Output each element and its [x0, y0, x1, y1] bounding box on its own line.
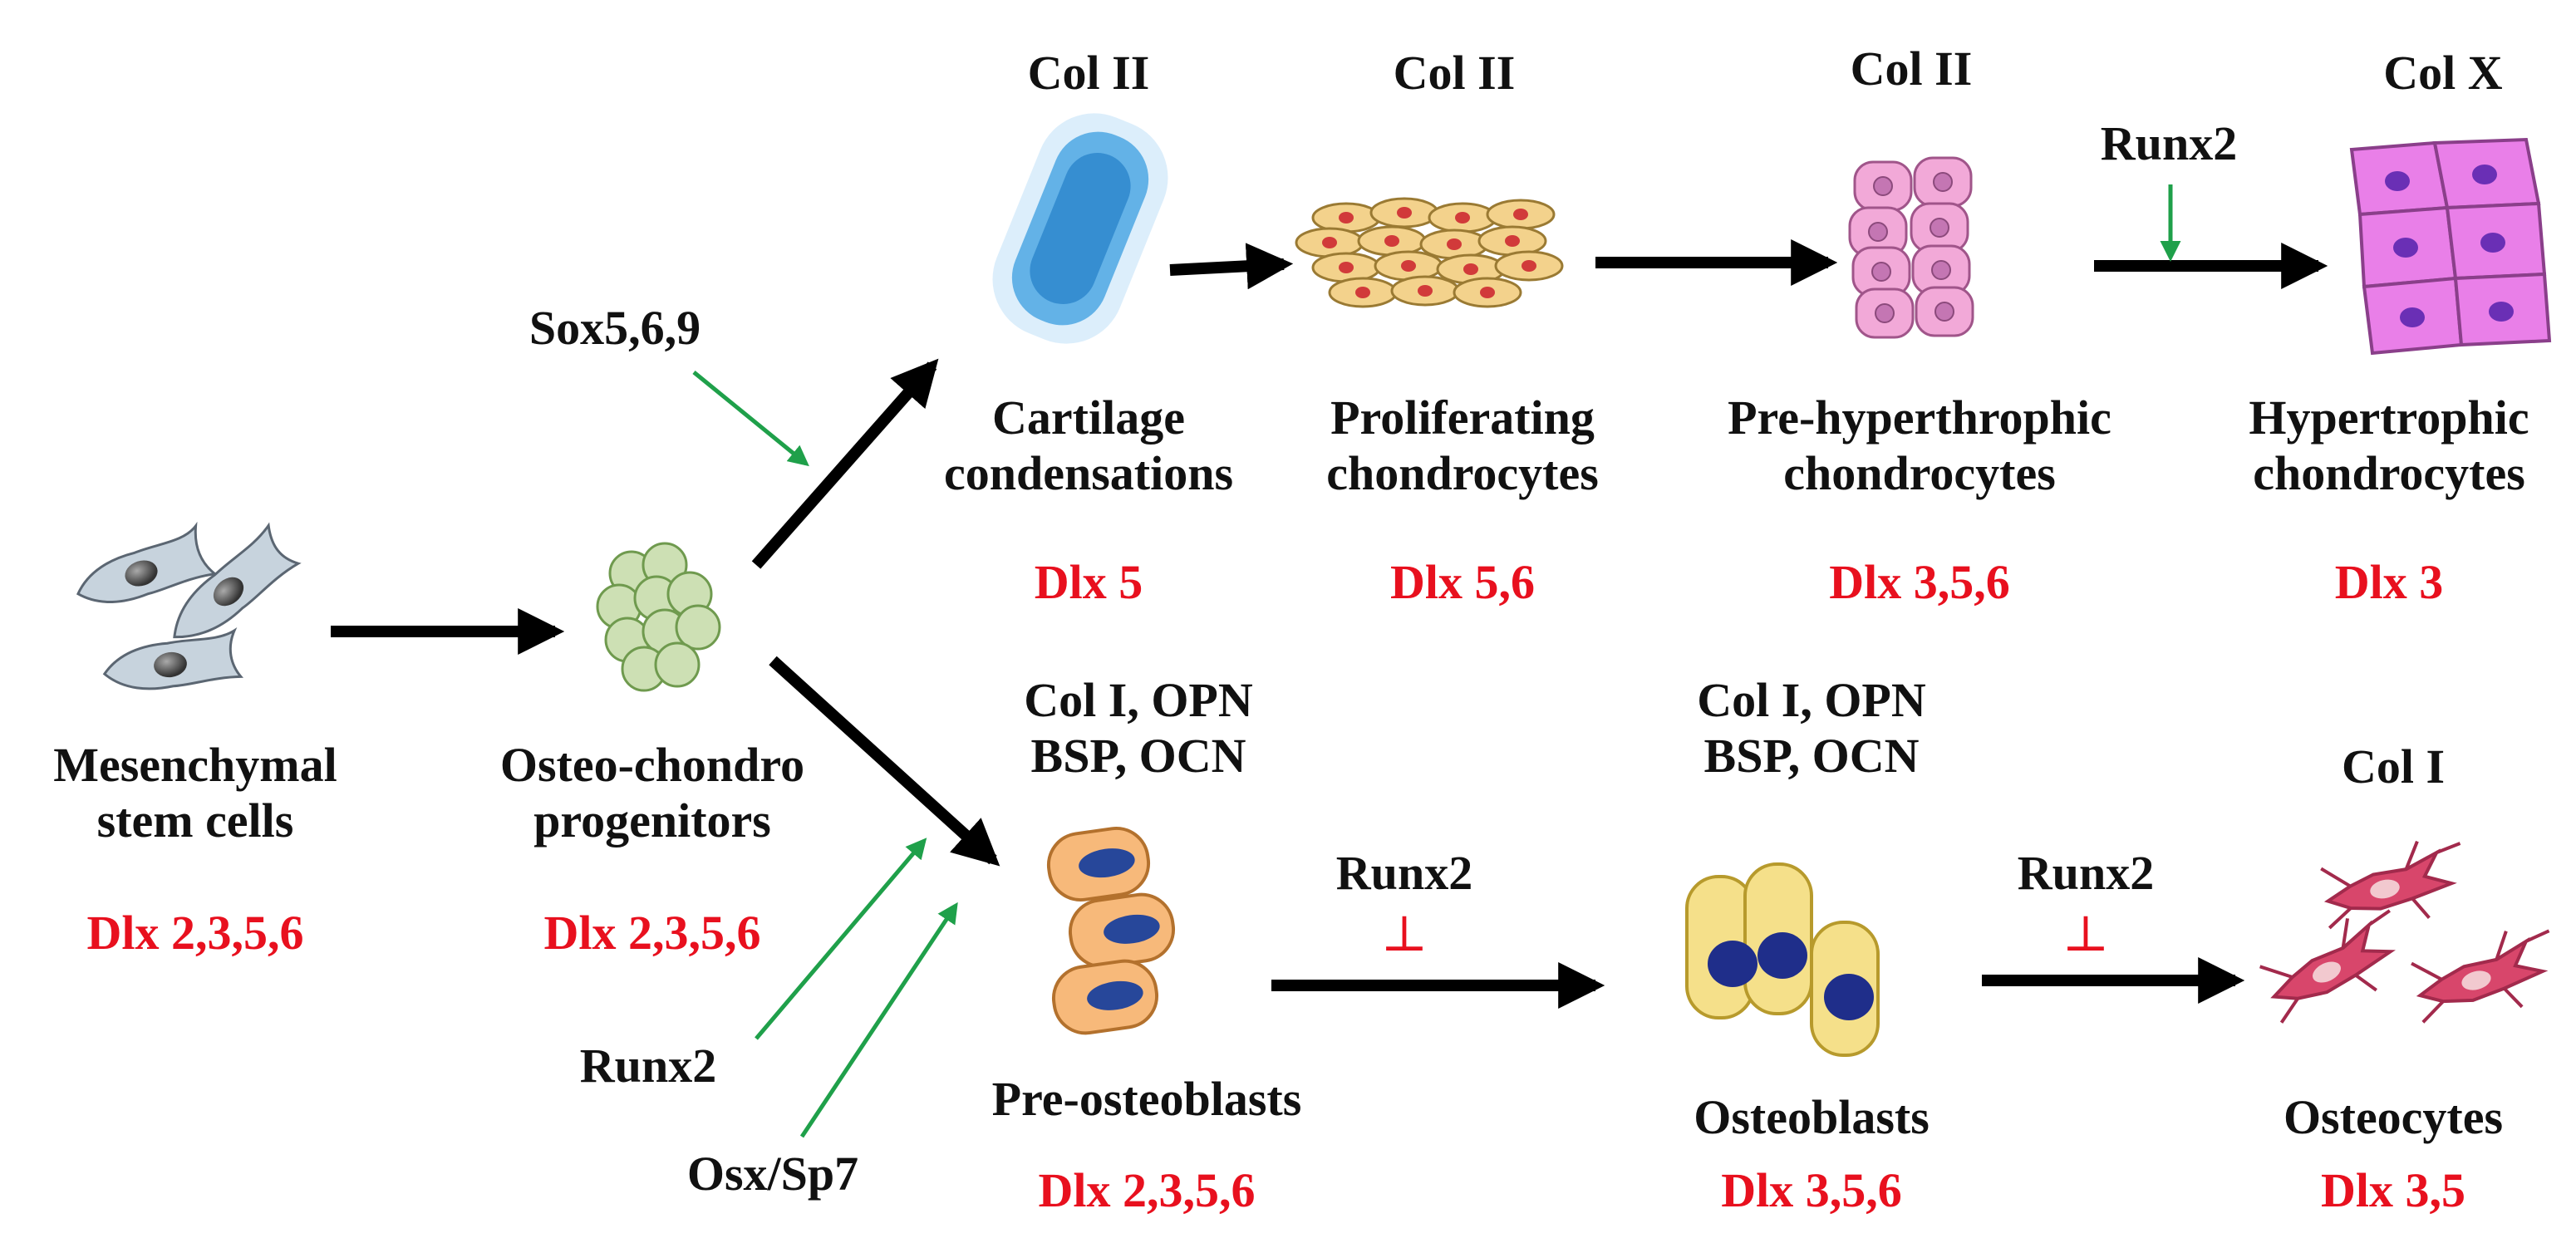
- cartilage-label: Cartilage condensations: [922, 391, 1255, 501]
- cartilage-dlx: Dlx 5: [1034, 555, 1143, 609]
- runx2-inhibit-label-2: Runx2: [2017, 846, 2155, 900]
- sox-regulator-label: Sox5,6,9: [528, 301, 701, 355]
- prehypertrophic-name-line1: Pre-hyperthrophic: [1728, 391, 2111, 445]
- preosteoblasts-dlx: Dlx 2,3,5,6: [1038, 1163, 1256, 1217]
- osteocytes-illustration: [2259, 840, 2550, 1024]
- osteocytes-dlx: Dlx 3,5: [2321, 1163, 2465, 1217]
- proliferating-cell-nucleus: [1397, 207, 1412, 219]
- proliferating-cell-nucleus: [1339, 212, 1354, 224]
- prehypertrophic-name-line2: chondrocytes: [1783, 445, 2056, 500]
- msc-dlx: Dlx 2,3,5,6: [86, 906, 304, 960]
- proliferating-cell-nucleus: [1463, 263, 1478, 275]
- prehypertrophic-chondrocytes-illustration: [1848, 156, 1974, 339]
- osteocytes-marker: Col I: [2341, 739, 2446, 793]
- progenitor-cluster-illustration: [596, 542, 721, 692]
- hypertrophic-label: Hypertrophic chondrocytes: [2210, 391, 2568, 501]
- proliferating-cell-nucleus: [1480, 287, 1495, 298]
- osteoblasts-illustration: [1685, 862, 1880, 1057]
- prehypertrophic-marker: Col II: [1850, 42, 1973, 96]
- proliferating-cell-nucleus: [1447, 238, 1462, 250]
- proliferating-name-line1: Proliferating: [1330, 391, 1595, 445]
- hypertrophic-chondrocytes-illustration: [2349, 137, 2552, 356]
- hypertrophic-name-line2: chondrocytes: [2253, 445, 2525, 500]
- ocp-name-line2: progenitors: [533, 793, 771, 848]
- ocp-label: Osteo-chondro progenitors: [449, 738, 856, 848]
- activator-arrows: [692, 184, 2181, 1138]
- osteoblasts-name: Osteoblasts: [1694, 1090, 1930, 1144]
- proliferating-cell-nucleus: [1384, 235, 1399, 247]
- sox-activator-arrow: [692, 371, 809, 467]
- hypertrophic-marker: Col X: [2383, 46, 2503, 100]
- osteocytes-name: Osteocytes: [2283, 1090, 2504, 1144]
- proliferating-cell-nucleus: [1513, 209, 1528, 220]
- proliferating-dlx: Dlx 5,6: [1390, 555, 1535, 609]
- runx2-hypertrophic-label: Runx2: [2100, 116, 2238, 170]
- cartilage-name-line2: condensations: [943, 445, 1234, 500]
- hypertrophic-name-line1: Hypertrophic: [2249, 391, 2529, 445]
- osx-regulator-label: Osx/Sp7: [686, 1147, 859, 1201]
- preosteoblasts-illustration: [1046, 826, 1176, 1035]
- msc-cells-illustration: [76, 521, 302, 690]
- arrow-progenitor-to-preosteoblast: [769, 656, 1000, 867]
- runx2-progenitor-activator-arrow: [755, 838, 927, 1040]
- runx2-progenitor-label: Runx2: [579, 1039, 717, 1093]
- cartilage-marker: Col II: [1027, 46, 1150, 100]
- proliferating-cell-nucleus: [1418, 285, 1433, 297]
- preosteoblasts-markers: Col I, OPN BSP, OCN: [956, 673, 1321, 784]
- prehypertrophic-label: Pre-hyperthrophic chondrocytes: [1695, 391, 2144, 501]
- proliferating-cell-nucleus: [1322, 237, 1337, 248]
- proliferating-marker: Col II: [1393, 46, 1516, 100]
- ocp-dlx: Dlx 2,3,5,6: [543, 906, 761, 960]
- osteoblasts-markers: Col I, OPN BSP, OCN: [1629, 673, 1994, 784]
- main-arrows: [331, 239, 2328, 1009]
- inhibit-symbol-1: ⊥: [1380, 906, 1428, 961]
- proliferating-cell-nucleus: [1505, 235, 1520, 247]
- runx2-inhibit-label-1: Runx2: [1335, 846, 1473, 900]
- msc-label: Mesenchymal stem cells: [8, 738, 382, 848]
- hypertrophic-dlx: Dlx 3: [2334, 555, 2444, 609]
- osteoblasts-marker-line2: BSP, OCN: [1703, 728, 1920, 783]
- cartilage-condensation-illustration: [992, 113, 1168, 344]
- prehypertrophic-dlx: Dlx 3,5,6: [1829, 555, 2010, 609]
- ocp-name-line1: Osteo-chondro: [499, 738, 805, 792]
- osteoblasts-dlx: Dlx 3,5,6: [1721, 1163, 1902, 1217]
- preosteoblasts-marker-line1: Col I, OPN: [1024, 673, 1253, 727]
- proliferating-cell-nucleus: [1339, 262, 1354, 273]
- proliferating-cell-nucleus: [1522, 260, 1536, 272]
- proliferating-name-line2: chondrocytes: [1326, 445, 1599, 500]
- msc-name-line2: stem cells: [96, 793, 294, 848]
- arrow-cartilage-to-proliferating: [1169, 243, 1294, 290]
- proliferating-chondrocytes-illustration: [1295, 197, 1564, 308]
- proliferating-label: Proliferating chondrocytes: [1296, 391, 1629, 501]
- preosteoblasts-name: Pre-osteoblasts: [991, 1072, 1302, 1126]
- arrow-progenitor-to-cartilage: [751, 358, 939, 569]
- proliferating-cell-nucleus: [1455, 212, 1470, 224]
- proliferating-cell-nucleus: [1355, 287, 1370, 298]
- msc-name-line1: Mesenchymal: [53, 738, 337, 792]
- preosteoblasts-marker-line2: BSP, OCN: [1030, 728, 1246, 783]
- osx-activator-arrow: [799, 902, 958, 1138]
- osteoblasts-marker-line1: Col I, OPN: [1697, 673, 1926, 727]
- cartilage-name-line1: Cartilage: [992, 391, 1185, 445]
- inhibit-symbol-2: ⊥: [2062, 906, 2110, 961]
- proliferating-cell-nucleus: [1401, 260, 1416, 272]
